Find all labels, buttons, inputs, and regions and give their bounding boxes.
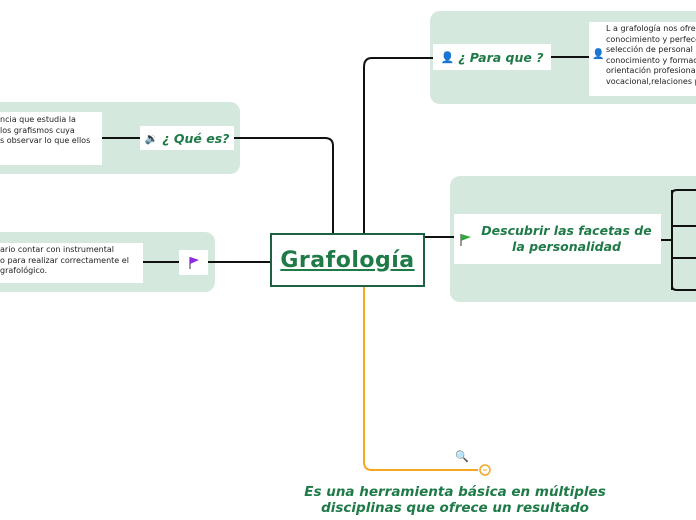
green-flag-icon xyxy=(459,233,471,246)
facetas-topic[interactable]: Descubrir las facetas de la personalidad xyxy=(454,214,661,264)
para-que-topic[interactable]: 👤 ¿ Para que ? xyxy=(433,44,551,70)
bottom-topic[interactable]: Es una herramienta básica en múltiples d… xyxy=(304,484,606,516)
para-que-title: ¿ Para que ? xyxy=(458,49,544,65)
que-es-topic[interactable]: 🔉 ¿ Qué es? xyxy=(140,126,234,150)
note-line: L a grafología nos ofrec xyxy=(606,24,696,33)
que-es-title: ¿ Qué es? xyxy=(162,130,230,146)
note-line: orientación profesional xyxy=(606,66,696,75)
note-line: conocimiento y perfecc xyxy=(606,34,696,44)
left-flag-topic[interactable] xyxy=(179,250,208,275)
note-line: o para realizar correctamente el xyxy=(0,255,129,265)
left-flag-note[interactable]: ario contar con instrumental o para real… xyxy=(0,243,143,283)
note-line: conocimiento y formaci xyxy=(606,55,696,65)
speaker-icon: 🔉 xyxy=(144,131,159,145)
magnifier-icon: 🔍 xyxy=(455,450,469,463)
para-que-note[interactable]: 👤 L a grafología nos ofrec conocimiento … xyxy=(589,22,696,96)
facetas-title: Descubrir las facetas de la personalidad xyxy=(481,223,652,254)
person-icon: 👤 xyxy=(440,50,455,64)
purple-flag-icon xyxy=(188,257,199,269)
note-line: grafológico. xyxy=(0,266,48,275)
note-line: s observar lo que ellos xyxy=(0,136,91,145)
note-line: los grafismos cuya xyxy=(0,125,75,135)
note-line: selección de personal xyxy=(606,45,693,54)
central-title: Grafología xyxy=(280,247,415,273)
que-es-note[interactable]: ncia que estudia la los grafismos cuya s… xyxy=(0,112,102,165)
note-line: ario contar con instrumental xyxy=(0,245,114,254)
person-icon: 👤 xyxy=(592,49,605,60)
central-topic[interactable]: Grafología xyxy=(270,233,425,287)
note-line: vocacional,relaciones p xyxy=(606,76,696,86)
note-line: ncia que estudia la xyxy=(0,115,76,124)
